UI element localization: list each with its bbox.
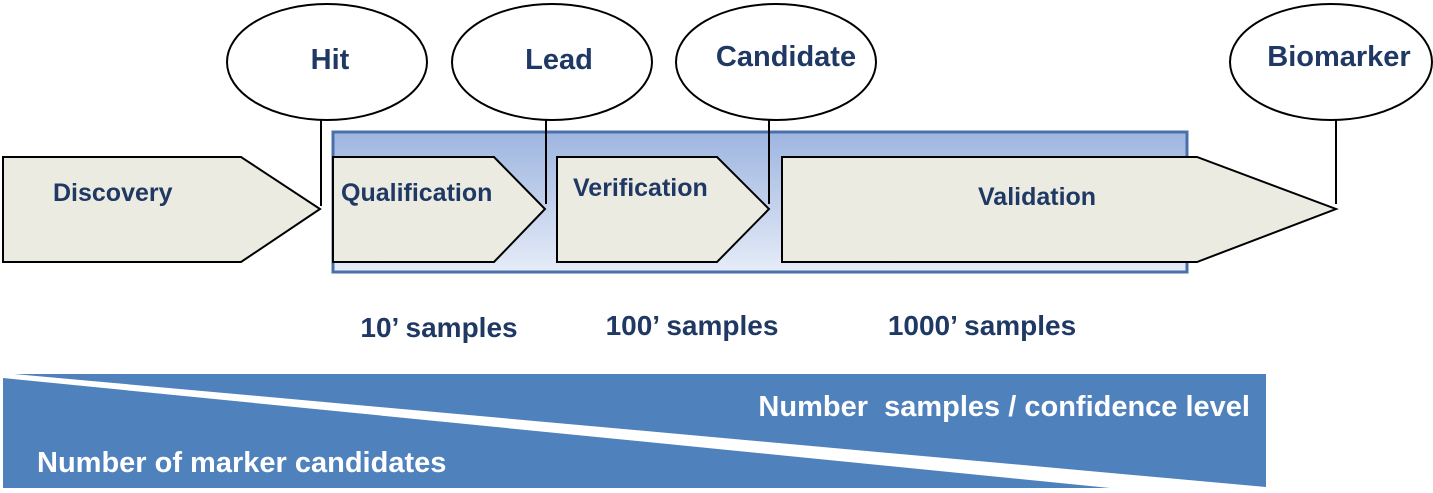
candidate-milestone xyxy=(675,3,877,121)
verification-arrow xyxy=(556,156,771,263)
biomarker-label: Biomarker xyxy=(1267,41,1410,73)
lead-milestone xyxy=(451,3,653,121)
hit-milestone xyxy=(226,3,428,121)
candidate-label: Candidate xyxy=(716,41,856,73)
trend-divider xyxy=(3,374,1266,491)
verification-samples: 100’ samples xyxy=(606,310,779,341)
biomarker-milestone xyxy=(1229,3,1433,121)
lead-label: Lead xyxy=(525,44,593,76)
discovery-arrow xyxy=(2,156,322,263)
validation-label: Validation xyxy=(978,183,1096,211)
validation-samples: 1000’ samples xyxy=(888,310,1076,341)
qualification-samples: 10’ samples xyxy=(360,312,517,343)
verification-label: Verification xyxy=(573,174,708,202)
validation-arrow xyxy=(781,156,1339,263)
qualification-arrow xyxy=(332,156,547,263)
trend-upper-label: Number samples / confidence level xyxy=(758,391,1250,423)
discovery-label: Discovery xyxy=(53,179,173,207)
qualification-label: Qualification xyxy=(341,179,492,207)
hit-label: Hit xyxy=(311,44,350,76)
trend-lower-label: Number of marker candidates xyxy=(37,447,446,479)
